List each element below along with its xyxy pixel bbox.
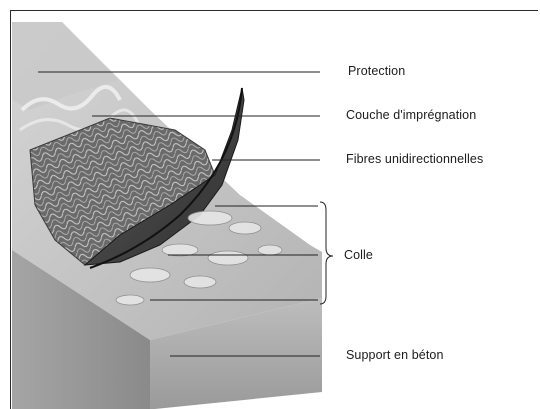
- label-colle: Colle: [344, 248, 373, 262]
- label-fibres: Fibres unidirectionnelles: [346, 152, 483, 166]
- label-protection: Protection: [348, 64, 405, 78]
- label-support: Support en béton: [346, 348, 444, 362]
- label-impregnation: Couche d'imprégnation: [346, 108, 476, 122]
